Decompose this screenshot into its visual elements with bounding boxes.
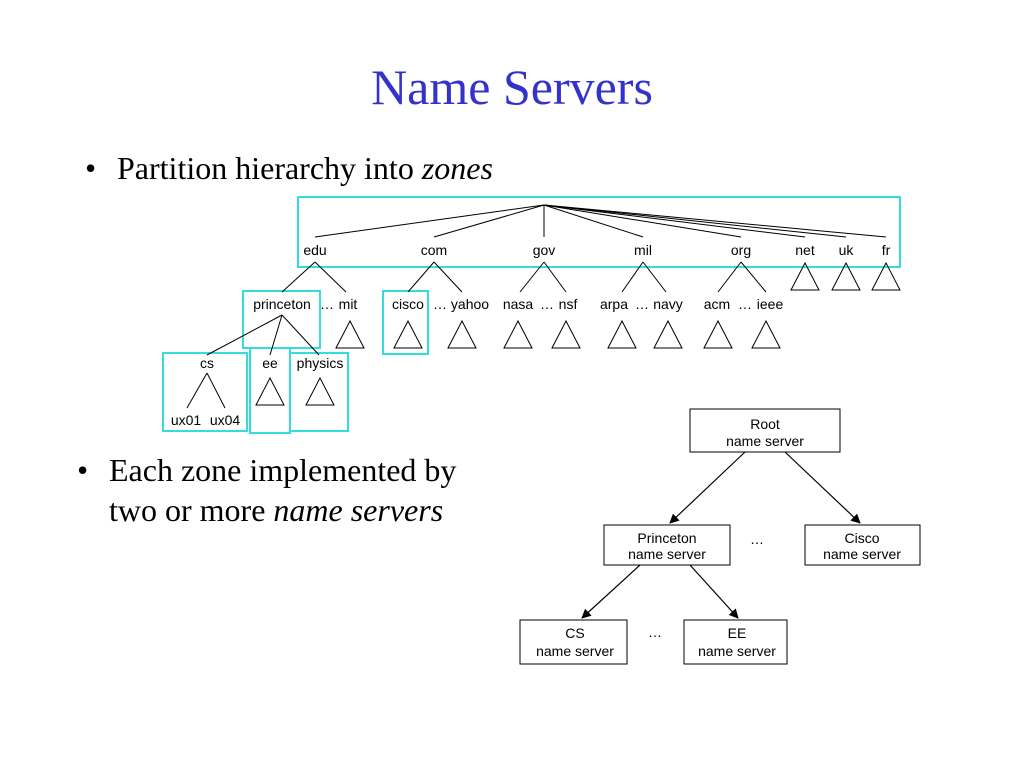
zone-cisco [382,290,429,355]
bullet-line-1: Each zone implemented by [109,452,457,488]
slide-title: Name Servers [371,59,653,115]
root-server-box [689,408,841,453]
node-yahoo: yahoo [451,296,489,312]
ee-server-line1: EE [728,625,747,641]
server-boxes [519,408,921,665]
node-princeton: princeton [253,296,311,312]
bullet-symbol: • [77,452,89,488]
ellipsis: … [540,296,554,312]
tld-subtrees [790,261,901,291]
department-subtrees [255,376,335,406]
ellipsis: … [433,296,447,312]
princeton-edges [206,314,320,356]
cisco-server-box [804,524,921,566]
tld-gov: gov [533,242,556,258]
ee-server-box [683,619,788,665]
bullet-partition: • Partition hierarchy into zones [85,148,493,188]
node-navy: navy [653,296,683,312]
node-arpa: arpa [600,296,628,312]
node-acm: acm [704,296,730,312]
ellipsis: … [320,296,334,312]
tld-net: net [795,242,815,258]
cs-edges [186,372,226,409]
node-ieee: ieee [757,296,784,312]
arrow-princeton-cs [581,564,641,619]
node-cs: cs [200,355,214,371]
second-level-subtrees [335,319,781,349]
princeton-server-box [603,524,731,566]
arrow-princeton-ee [689,564,739,619]
node-physics: physics [297,355,344,371]
bullet-emphasis: zones [421,150,493,186]
bullet-symbol: • [85,150,97,186]
zone-root [297,196,901,268]
node-mit: mit [339,296,358,312]
server-arrows [581,451,861,619]
zone-physics [289,352,349,432]
bullet-text: two or more [109,492,274,528]
tld-fr: fr [882,242,891,258]
princeton-server-line1: Princeton [637,530,696,546]
node-nasa: nasa [503,296,534,312]
ellipsis: … [635,296,649,312]
tld-edu: edu [303,242,326,258]
bullet-emphasis: name servers [273,492,444,528]
ee-server-line2: name server [698,643,776,659]
node-ee: ee [262,355,278,371]
root-server-line1: Root [750,416,780,432]
tld-com: com [421,242,447,258]
cisco-server-line2: name server [823,546,901,562]
root-edges [314,204,887,238]
ellipsis: … [738,296,752,312]
tld-org: org [731,242,751,258]
node-nsf: nsf [559,296,578,312]
ellipsis: … [648,624,662,640]
cs-server-box [519,619,628,665]
cisco-server-line1: Cisco [844,530,879,546]
princeton-server-line2: name server [628,546,706,562]
root-server-line2: name server [726,433,804,449]
tld-mil: mil [634,242,652,258]
tld-uk: uk [839,242,855,258]
arrow-root-cisco [784,451,861,524]
node-cisco: cisco [392,296,424,312]
cs-server-line1: CS [565,625,584,641]
host-ux04: ux04 [210,412,241,428]
host-ux01: ux01 [171,412,202,428]
second-level-edges [281,261,767,293]
ellipsis: … [750,531,764,547]
bullet-line-2: two or more name servers [109,490,456,530]
zone-cs [162,352,248,432]
cs-server-line2: name server [536,643,614,659]
bullet-text: Partition hierarchy into [117,150,422,186]
bullet-zone: • Each zone implemented by two or more n… [77,450,457,530]
zone-boxes [162,196,901,434]
arrow-root-princeton [669,451,746,524]
